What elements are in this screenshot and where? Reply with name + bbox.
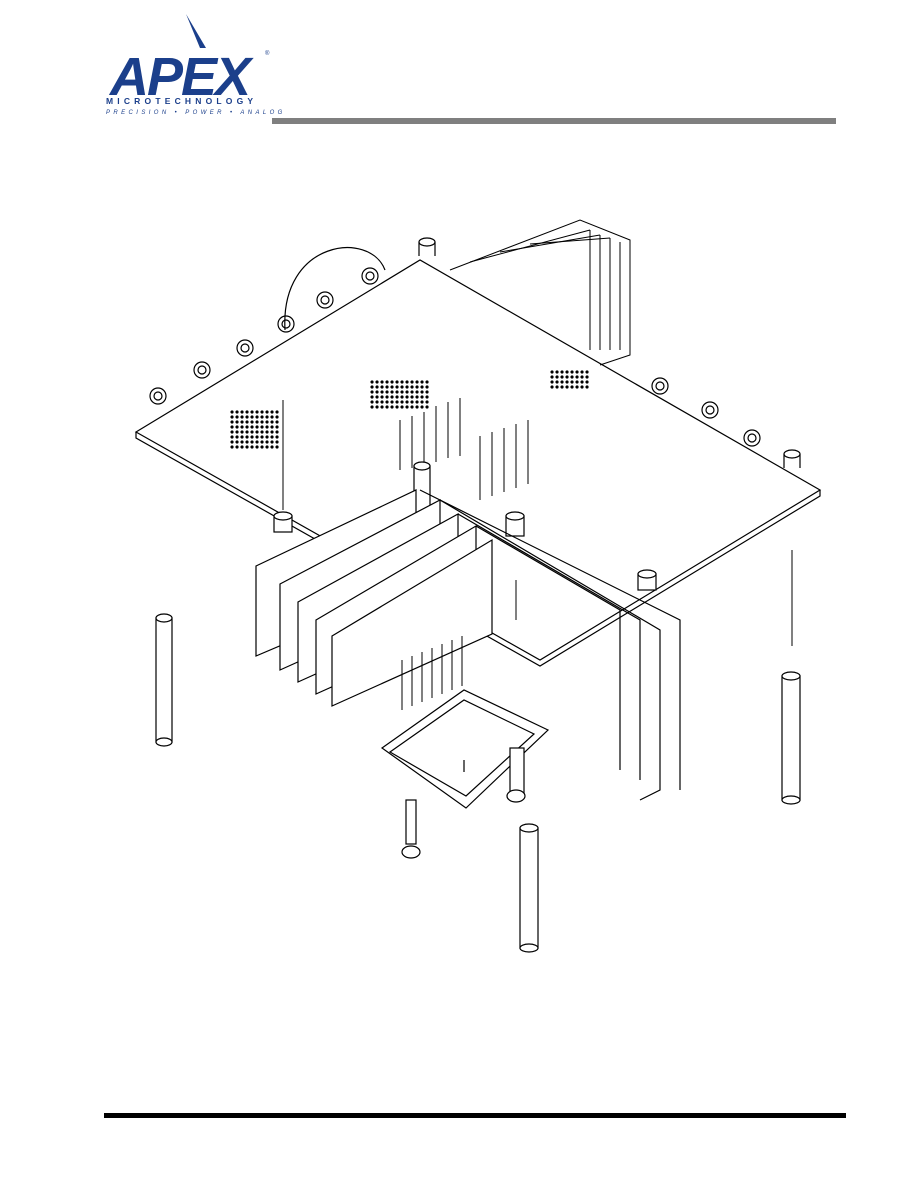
bnc-connectors-right (651, 377, 761, 447)
heatsink-top (449, 219, 631, 366)
logo-tagline: PRECISION • POWER • ANALOG (106, 110, 286, 116)
footer-rule (104, 1113, 846, 1118)
cable-loop (284, 247, 386, 331)
board-standoffs (418, 237, 801, 468)
assembly-drawing (120, 200, 840, 970)
mounting-screws (401, 789, 526, 859)
header-rule (272, 118, 836, 124)
logo-subline: MICROTECHNOLOGY (106, 96, 258, 106)
logo-swoosh-icon (186, 14, 206, 48)
apex-logo (104, 12, 274, 120)
amplifier-module (380, 689, 550, 809)
heatsink-fins (255, 489, 493, 707)
component-arrays (230, 370, 590, 450)
board-screws (399, 398, 529, 500)
logo-wordmark: APEX (110, 47, 251, 107)
bnc-connectors-left (149, 267, 379, 405)
loose-standoffs (155, 613, 801, 953)
logo-trademark: ® (265, 51, 270, 57)
heatsink-frame (419, 489, 681, 801)
module-pins (401, 636, 463, 710)
assembly-drawing-svg (134, 219, 822, 953)
